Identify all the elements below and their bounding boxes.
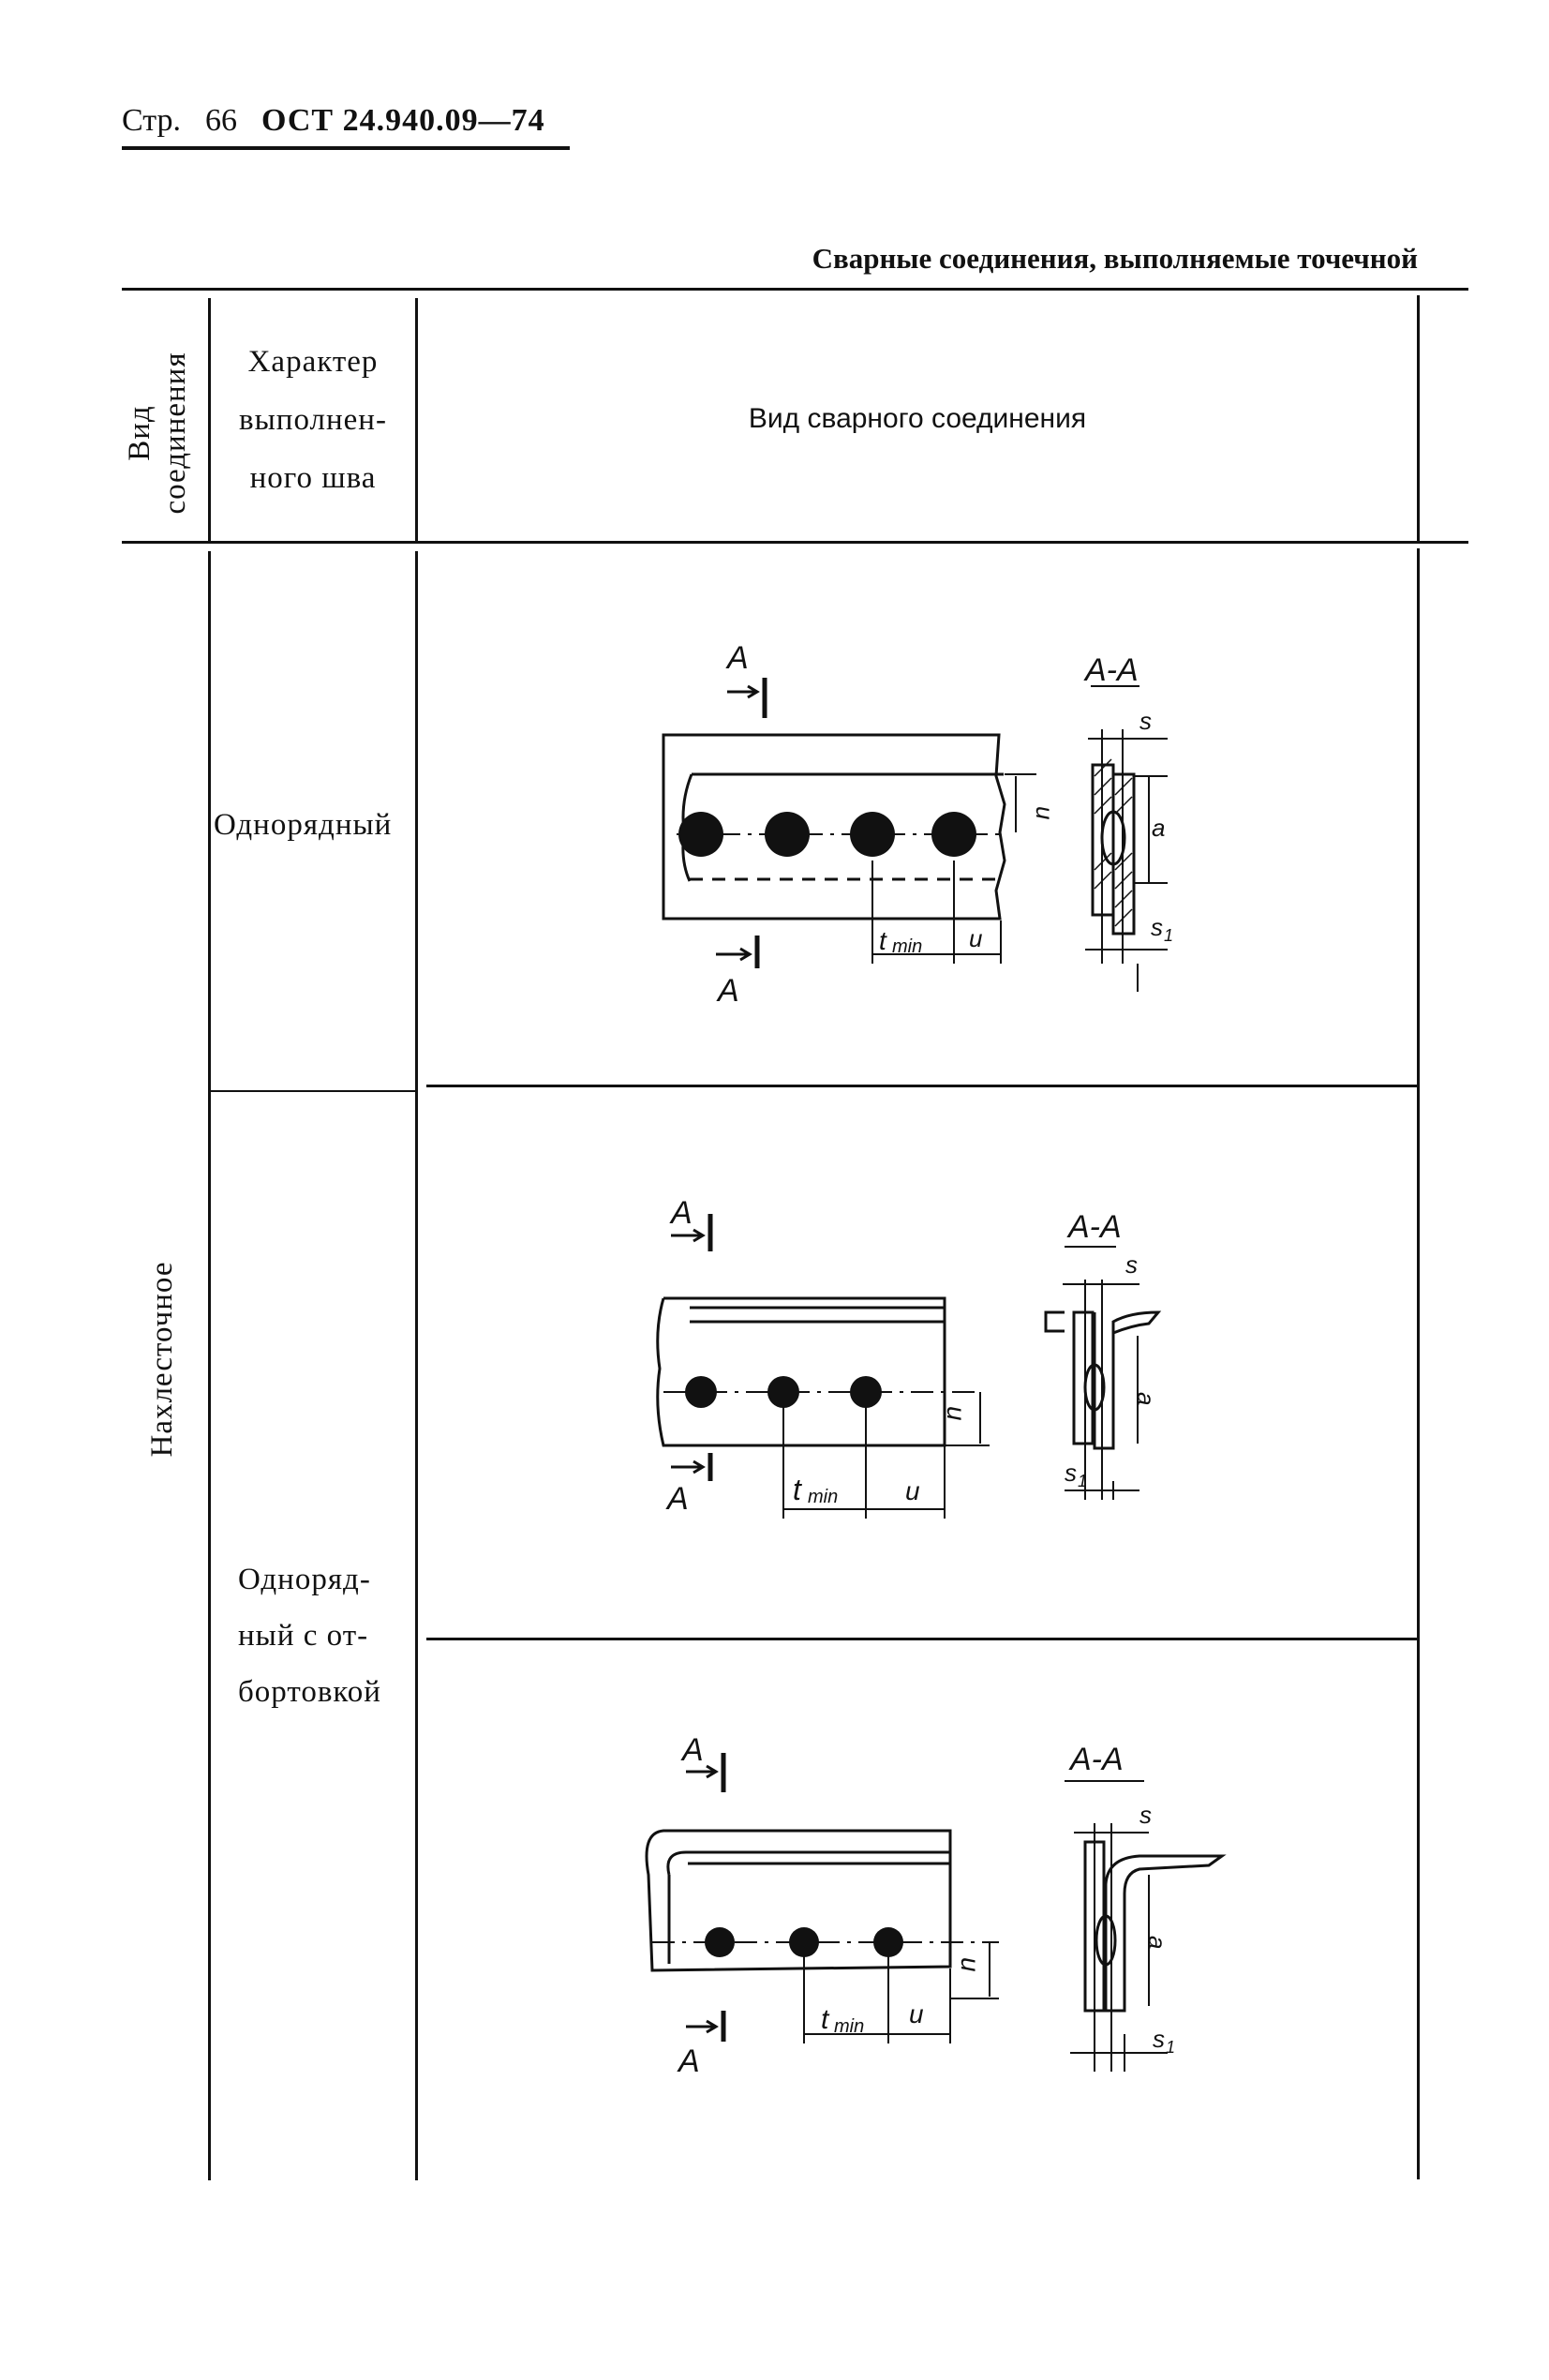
section-title: A-A (1083, 652, 1139, 688)
table-caption: Сварные соединения, выполняемые точечной (812, 242, 1418, 275)
right-border (1417, 548, 1420, 2179)
label-s1-3: s (1153, 2025, 1165, 2053)
col-head-character: Характер выполнен- ного шва (239, 345, 387, 495)
label-s1-sub: 1 (1164, 926, 1173, 945)
header-underline (122, 146, 570, 150)
label-u-bottom: u (969, 924, 982, 952)
col-divider-1 (208, 551, 211, 2180)
connection-type: Нахлесточное (145, 1261, 179, 1458)
col-divider-2 (415, 551, 418, 2180)
label-pitch-2: t (793, 1473, 802, 1506)
section-mark-bottom: A (716, 973, 739, 1009)
label-u-bottom-3: u (909, 1999, 924, 2028)
row-1-character: Однорядный (214, 808, 393, 842)
section-mark-top-2: A (669, 1195, 693, 1231)
drawing-flange-2: A A A-A s t min u u a s 1 (645, 1732, 1227, 2079)
label-u-side-3: u (956, 1957, 985, 1972)
label-s1-2: s (1065, 1459, 1077, 1487)
table-top-rule (122, 288, 1468, 291)
label-s: s (1139, 707, 1152, 735)
label-a-3: a (1143, 1936, 1171, 1949)
label-s1-sub-2: 1 (1078, 1472, 1087, 1490)
label-u-side: u (1031, 806, 1059, 819)
standard-code: ОСТ 24.940.09—74 (261, 103, 545, 138)
label-s-2: s (1125, 1250, 1138, 1279)
col-divider-1-head (208, 298, 211, 542)
label-pitch-3: t (821, 2004, 830, 2035)
page-prefix: Стр. (122, 103, 182, 138)
section-title-3: A-A (1068, 1742, 1124, 1777)
drawing-flange-1: A A A-A s t min u u a s 1 (656, 1195, 1162, 1519)
label-u-side-2: u (942, 1406, 971, 1421)
label-s1-sub-3: 1 (1166, 2038, 1175, 2057)
col-divider-2-head (415, 298, 418, 542)
col-head-view: Вид сварного соединения (748, 403, 1087, 434)
label-s-3: s (1139, 1801, 1152, 1829)
row-2-character: Однoряд- ный с от- бортовкой (238, 1563, 381, 1709)
col-head-kind: Вид соединения (123, 352, 192, 515)
drawing-single-row: A A A-A s t min u u a s 1 (662, 640, 1173, 1009)
label-a: a (1152, 814, 1165, 842)
header-bottom-rule (122, 541, 1468, 544)
page-header: Стр. 66 ОСТ 24.940.09—74 (122, 103, 545, 139)
row-divider-view-1 (426, 1085, 1418, 1087)
section-mark-top-3: A (680, 1732, 704, 1768)
label-pitch-sub-3: min (834, 2016, 864, 2037)
label-a-2: a (1132, 1392, 1160, 1405)
row-divider-char (210, 1090, 416, 1092)
right-border-head (1417, 295, 1420, 542)
page-number: 66 (205, 103, 238, 138)
label-u-bottom-2: u (905, 1476, 920, 1505)
label-s1: s (1151, 913, 1163, 941)
section-mark-bottom-3: A (677, 2043, 700, 2079)
label-pitch-sub: min (892, 936, 922, 957)
label-pitch: t (879, 926, 887, 955)
label-pitch-sub-2: min (808, 1487, 838, 1507)
section-mark-top: A (725, 640, 749, 676)
row-divider-view-2 (426, 1638, 1418, 1640)
section-mark-bottom-2: A (665, 1481, 689, 1517)
section-title-2: A-A (1066, 1209, 1122, 1245)
